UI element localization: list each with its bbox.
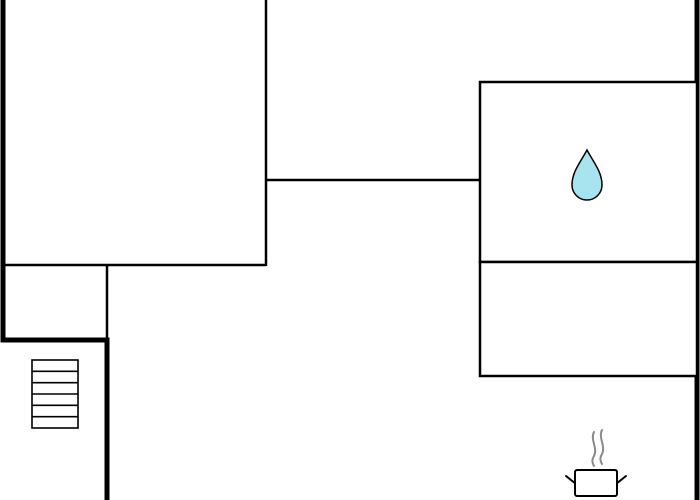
- steam-line-left: [591, 431, 597, 467]
- bathroom-outline: [478, 80, 699, 264]
- room-bathroom: [478, 80, 699, 264]
- stairs-icon: [31, 359, 79, 429]
- room-upper-left: [4, 0, 268, 267]
- steam-line-right: [599, 429, 605, 465]
- water-drop-icon: [571, 148, 603, 201]
- exterior-wall-left: [0, 0, 110, 500]
- room-lower-right: [478, 260, 699, 378]
- pot-body: [574, 469, 618, 497]
- cooking-pot-icon: [565, 429, 627, 497]
